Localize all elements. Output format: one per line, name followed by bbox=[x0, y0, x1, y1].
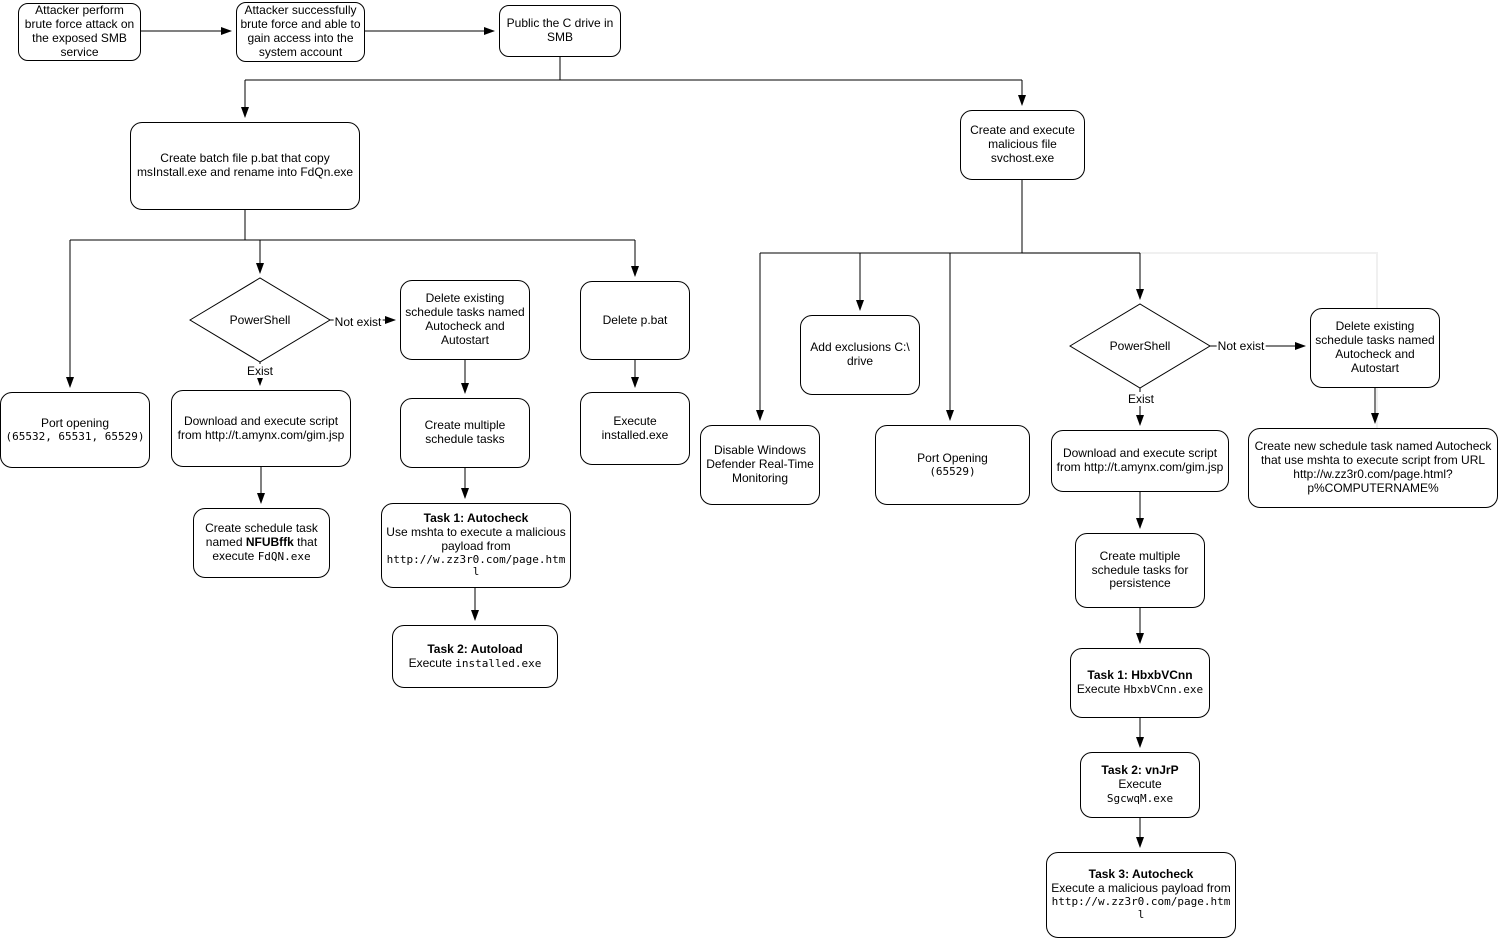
node-label: Delete existing schedule tasks named Aut… bbox=[1315, 319, 1435, 375]
node-label: Delete p.bat bbox=[602, 312, 668, 327]
edge-spread-right bbox=[760, 180, 1140, 254]
task-title: Task 1: HbxbVCnn bbox=[1087, 668, 1193, 683]
node-create-svchost: Create and execute malicious file svchos… bbox=[960, 110, 1085, 180]
node-delete-tasks-left: Delete existing schedule tasks named Aut… bbox=[400, 280, 530, 360]
node-label: Attacker perform brute force attack on t… bbox=[24, 3, 135, 59]
node-label: Delete existing schedule tasks named Aut… bbox=[405, 291, 525, 347]
node-powershell-right: PowerShell bbox=[1075, 306, 1205, 386]
edge-label-exist-right: Exist bbox=[1126, 392, 1156, 406]
node-task3-autocheck: Task 3: Autocheck Execute a malicious pa… bbox=[1046, 852, 1236, 938]
node-task2-vnjrp: Task 2: vnJrP Execute SgcwqM.exe bbox=[1080, 752, 1200, 818]
node-label: Create new schedule task named Autocheck… bbox=[1254, 439, 1492, 495]
task-body: Use mshta to execute a malicious payload… bbox=[386, 524, 566, 553]
node-label: Add exclusions C:\ drive bbox=[810, 340, 910, 368]
task-body: Execute HbxbVCnn.exe bbox=[1076, 682, 1204, 696]
node-gain-access: Attacker successfully brute force and ab… bbox=[236, 2, 365, 62]
task-body: Execute a malicious payload from bbox=[1051, 881, 1231, 896]
node-delete-pbat: Delete p.bat bbox=[580, 281, 690, 360]
task-title: Task 2: Autoload bbox=[427, 641, 523, 656]
node-execute-installed: Execute installed.exe bbox=[580, 392, 690, 465]
node-label: Port opening bbox=[40, 415, 110, 430]
node-label: Download and execute script from http://… bbox=[1056, 446, 1224, 474]
node-create-multiple-left: Create multiple schedule tasks bbox=[400, 398, 530, 468]
edge-label-exist-left: Exist bbox=[245, 364, 275, 378]
node-create-task-nfubffk: Create schedule task named NFUBffk that … bbox=[193, 508, 330, 578]
task-title: Task 1: Autocheck bbox=[423, 510, 529, 525]
node-label: Create multiple schedule tasks for persi… bbox=[1091, 548, 1189, 591]
node-delete-tasks-right: Delete existing schedule tasks named Aut… bbox=[1310, 308, 1440, 388]
node-label: Attacker successfully brute force and ab… bbox=[240, 3, 361, 59]
task-body: Execute installed.exe bbox=[408, 655, 542, 670]
node-port-opening-left: Port opening (65532, 65531, 65529) bbox=[0, 392, 150, 468]
node-attacker-brute-force: Attacker perform brute force attack on t… bbox=[18, 3, 141, 61]
node-disable-defender: Disable Windows Defender Real-Time Monit… bbox=[700, 425, 820, 505]
node-task1-hbxbvcnn: Task 1: HbxbVCnn Execute HbxbVCnn.exe bbox=[1070, 648, 1210, 718]
node-label: PowerShell bbox=[229, 313, 291, 327]
node-create-new-task-autocheck: Create new schedule task named Autocheck… bbox=[1248, 428, 1498, 508]
node-label: Create and execute malicious file svchos… bbox=[970, 123, 1075, 165]
task-title: Task 3: Autocheck bbox=[1088, 867, 1194, 882]
task-body: Execute SgcwqM.exe bbox=[1106, 777, 1174, 805]
task-url: http://w.zz3r0.com/page.html bbox=[386, 552, 566, 579]
node-create-multiple-right: Create multiple schedule tasks for persi… bbox=[1075, 533, 1205, 608]
node-label: Create multiple schedule tasks bbox=[424, 418, 506, 446]
node-label: Public the C drive in SMB bbox=[506, 16, 614, 44]
node-task2-autoload: Task 2: Autoload Execute installed.exe bbox=[392, 625, 558, 688]
diamond-powershell-right bbox=[1069, 303, 1211, 389]
task-title: Task 2: vnJrP bbox=[1101, 763, 1179, 778]
node-download-script-right: Download and execute script from http://… bbox=[1051, 430, 1229, 492]
node-label: Download and execute script from http://… bbox=[177, 413, 345, 442]
port-list: (65529) bbox=[929, 464, 976, 478]
node-label: PowerShell bbox=[1109, 339, 1171, 353]
node-public-c-drive: Public the C drive in SMB bbox=[499, 5, 621, 57]
task-url: http://w.zz3r0.com/page.html bbox=[1051, 895, 1231, 921]
node-create-batch-file: Create batch file p.bat that copy msInst… bbox=[130, 122, 360, 210]
node-label: Create batch file p.bat that copy msInst… bbox=[136, 151, 354, 179]
node-add-exclusions: Add exclusions C:\ drive bbox=[800, 315, 920, 395]
edge-label-not-exist-left: Not exist bbox=[333, 315, 383, 329]
edge-trunk-top bbox=[245, 57, 1022, 81]
node-label: Port Opening bbox=[917, 450, 988, 465]
edge-label-not-exist-right: Not exist bbox=[1216, 339, 1266, 353]
node-download-script-left: Download and execute script from http://… bbox=[171, 390, 351, 467]
port-list: (65532, 65531, 65529) bbox=[5, 429, 145, 443]
edge-spread-left bbox=[70, 210, 635, 241]
node-label: Execute installed.exe bbox=[601, 413, 669, 442]
node-label: Disable Windows Defender Real-Time Monit… bbox=[706, 443, 814, 485]
node-task1-autocheck: Task 1: Autocheck Use mshta to execute a… bbox=[381, 503, 571, 588]
node-label: Create schedule task named NFUBffk that … bbox=[205, 521, 318, 563]
diamond-powershell-left bbox=[189, 277, 331, 363]
node-powershell-left: PowerShell bbox=[195, 280, 325, 360]
node-port-opening-right: Port Opening (65529) bbox=[875, 425, 1030, 505]
